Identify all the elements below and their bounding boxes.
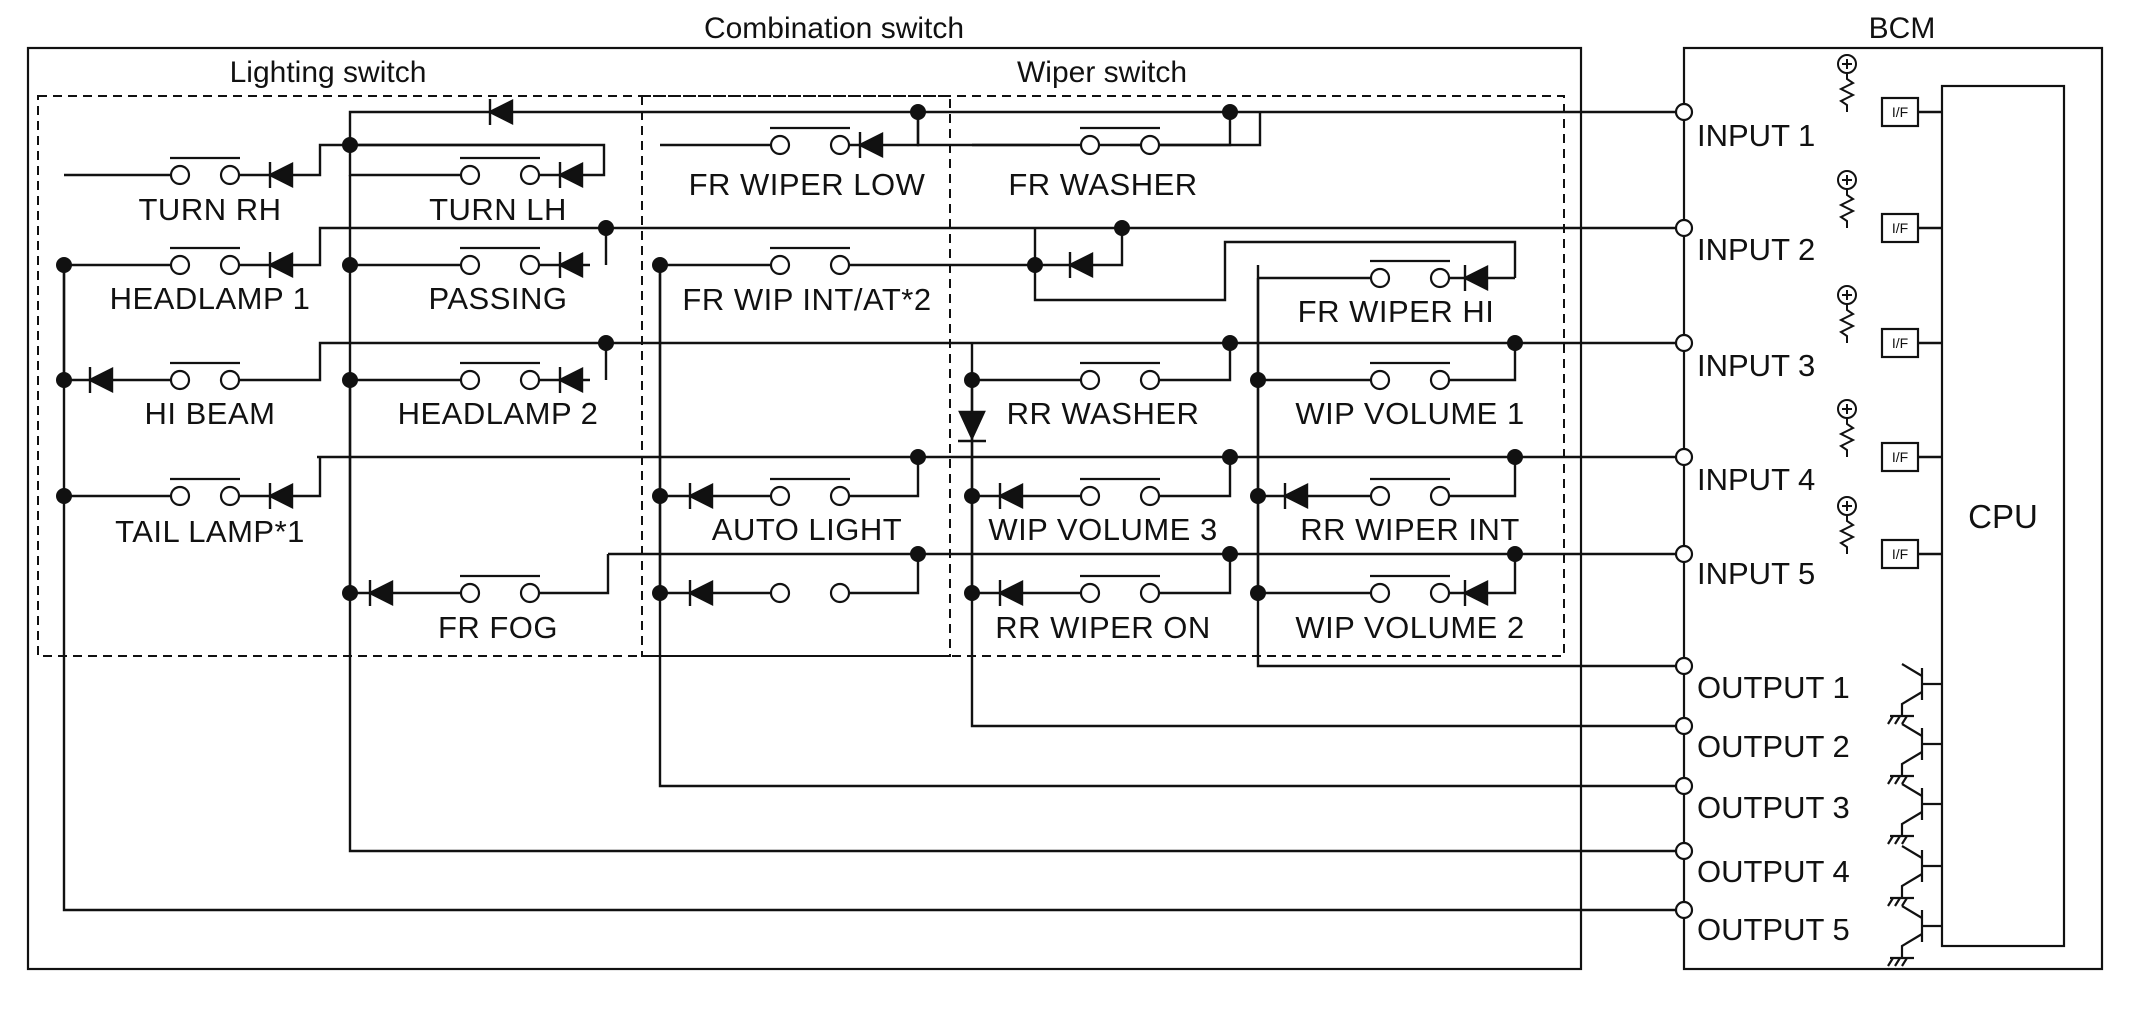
diodes [87, 99, 1489, 606]
hi-beam-label: HI BEAM [145, 396, 276, 431]
interface-label: I/F [1892, 220, 1908, 236]
fr-washer-label: FR WASHER [1008, 167, 1197, 202]
passing-label: PASSING [428, 281, 567, 316]
fr-wiper-low-label: FR WIPER LOW [689, 167, 926, 202]
output-3-label: OUTPUT 3 [1697, 790, 1850, 825]
cpu-box [1940, 84, 2066, 948]
tail-lamp-label: TAIL LAMP*1 [115, 514, 305, 549]
bcm-title: BCM [1869, 12, 1936, 45]
junction-dots [56, 104, 1523, 601]
wip-volume-1-label: WIP VOLUME 1 [1295, 396, 1524, 431]
interface-label: I/F [1892, 335, 1908, 351]
interface-boxes: I/F I/F I/F I/F I/F [1880, 96, 1942, 570]
fr-fog-label: FR FOG [438, 610, 558, 645]
fr-wip-int-at-label: FR WIP INT/AT*2 [682, 282, 931, 317]
output-5-label: OUTPUT 5 [1697, 912, 1850, 947]
auto-light-label: AUTO LIGHT [712, 512, 902, 547]
interface-label: I/F [1892, 104, 1908, 120]
interface-label: I/F [1892, 449, 1908, 465]
combination-switch-title: Combination switch [704, 12, 964, 45]
pullup-resistors [1837, 54, 1857, 554]
turn-rh-label: TURN RH [139, 192, 282, 227]
headlamp-1-label: HEADLAMP 1 [110, 281, 311, 316]
input-3-label: INPUT 3 [1697, 348, 1815, 383]
switch-contacts [169, 126, 1451, 604]
lighting-switch-title: Lighting switch [230, 56, 427, 89]
input-lines [317, 110, 1684, 556]
rr-wiper-int-label: RR WIPER INT [1300, 512, 1520, 547]
lighting-switch-region [37, 95, 951, 657]
input-5-label: INPUT 5 [1697, 556, 1815, 591]
interface-label: I/F [1892, 546, 1908, 562]
wip-volume-3-label: WIP VOLUME 3 [988, 512, 1217, 547]
turn-lh-label: TURN LH [429, 192, 567, 227]
input-2-label: INPUT 2 [1697, 232, 1815, 267]
rr-wiper-on-label: RR WIPER ON [995, 610, 1211, 645]
wiper-switch-region [641, 95, 1565, 657]
output-4-label: OUTPUT 4 [1697, 854, 1850, 889]
fr-wiper-hi-label: FR WIPER HI [1298, 294, 1495, 329]
combination-switch-box [26, 46, 1583, 971]
input-1-label: INPUT 1 [1697, 118, 1815, 153]
input-4-label: INPUT 4 [1697, 462, 1815, 497]
output-2-label: OUTPUT 2 [1697, 729, 1850, 764]
cpu-label: CPU [1968, 498, 2038, 535]
wiper-switch-title: Wiper switch [1017, 56, 1187, 89]
rr-washer-label: RR WASHER [1007, 396, 1200, 431]
bcm-box [1682, 46, 2104, 971]
output-1-label: OUTPUT 1 [1697, 670, 1850, 705]
headlamp-2-label: HEADLAMP 2 [398, 396, 599, 431]
output-transistors [1887, 663, 1942, 967]
bcm-terminals [1674, 102, 1694, 920]
wip-volume-2-label: WIP VOLUME 2 [1295, 610, 1524, 645]
